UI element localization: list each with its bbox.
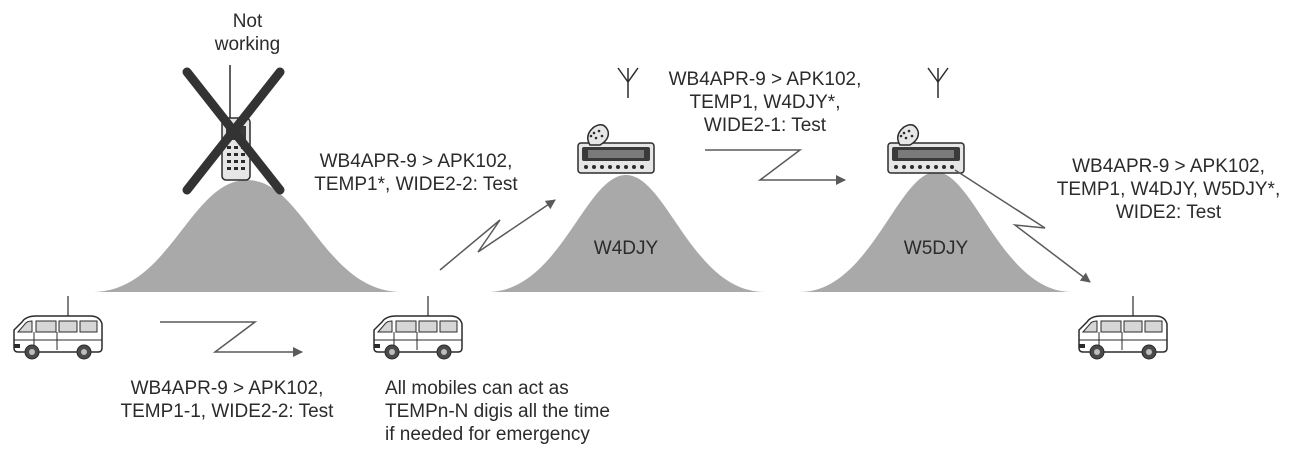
van-icon-temp-digi <box>373 295 463 360</box>
label-packet-after-temp-digi: WB4APR-9 > APK102, TEMP1*, WIDE2-2: Test <box>314 151 518 195</box>
x-mark-icon <box>182 67 285 195</box>
label-packet-after-w4djy: WB4APR-9 > APK102, TEMP1, W4DJY*, WIDE2-… <box>668 69 862 136</box>
antenna-icon-w4djy <box>617 67 639 99</box>
transmission-arrow-4 <box>954 169 1091 283</box>
mountain-not-working <box>92 180 402 292</box>
van-icon-origin <box>13 295 103 360</box>
transmission-arrow-3 <box>705 149 846 185</box>
transmission-arrow-1 <box>160 321 303 357</box>
van-icon-destination <box>1078 295 1168 360</box>
mobile-radio-icon-w4djy <box>577 124 655 174</box>
mountain-w4djy <box>487 175 765 292</box>
label-hill-w5djy: W5DJY <box>903 238 969 259</box>
label-not-working: Not working <box>214 11 281 55</box>
antenna-icon-w5djy <box>927 67 949 99</box>
label-packet-after-w5djy: WB4APR-9 > APK102, TEMP1, W4DJY, W5DJY*,… <box>1056 156 1281 223</box>
mountain-w5djy <box>800 172 1072 292</box>
label-packet-from-origin: WB4APR-9 > APK102, TEMP1-1, WIDE2-2: Tes… <box>120 378 334 422</box>
mobile-radio-icon-w5djy <box>887 124 965 174</box>
label-mobiles-note: All mobiles can act as TEMPn-N digis all… <box>385 378 610 445</box>
transmission-arrow-2 <box>439 199 556 271</box>
label-hill-w4djy: W4DJY <box>593 238 659 259</box>
